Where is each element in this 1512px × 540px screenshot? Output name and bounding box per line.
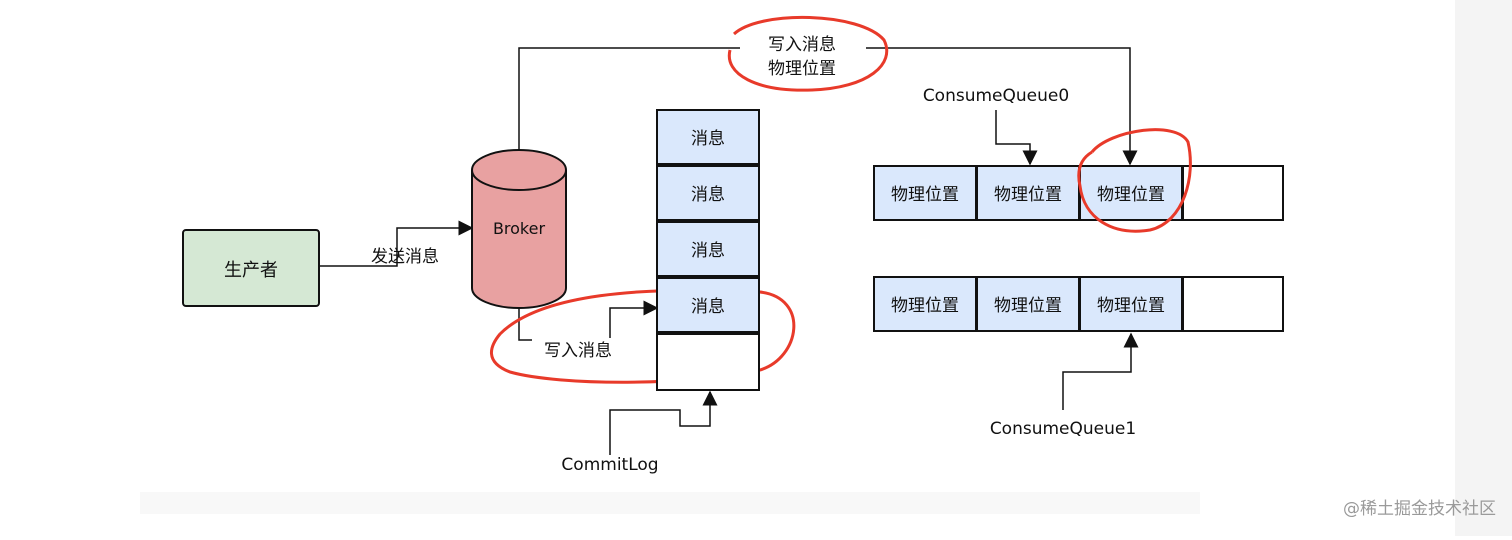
cq0-label: ConsumeQueue0 xyxy=(923,86,1069,106)
commitlog-stack: 消息 消息 消息 消息 xyxy=(656,109,760,391)
cq1-cell xyxy=(873,276,977,332)
commitlog-pointer-arrow xyxy=(609,390,718,455)
cq0-cell-label: 物理位置 xyxy=(891,185,959,205)
watermark-text: @稀土掘金技术社区 xyxy=(1343,499,1496,519)
cq1-empty-cell xyxy=(1182,276,1284,332)
cq0-empty-cell xyxy=(1182,165,1284,221)
commitlog-cell xyxy=(656,165,760,221)
cq1-cell-label: 物理位置 xyxy=(1097,296,1165,316)
cq0-cell-label: 物理位置 xyxy=(994,185,1062,205)
producer-label: 生产者 xyxy=(224,260,278,281)
cq1-cell-label: 物理位置 xyxy=(994,296,1062,316)
write-label-bg xyxy=(532,338,624,362)
broker-cylinder-top xyxy=(471,149,567,191)
cq0-cell-label: 物理位置 xyxy=(1097,185,1165,205)
consume-queue-1: 物理位置 物理位置 物理位置 xyxy=(873,276,1284,332)
commitlog-cell-label: 消息 xyxy=(691,297,725,317)
commitlog-label: CommitLog xyxy=(561,455,658,475)
cq1-label: ConsumeQueue1 xyxy=(990,419,1136,439)
write-label: 写入消息 xyxy=(544,341,612,361)
cq1-cell xyxy=(1079,276,1183,332)
commitlog-empty-cell xyxy=(656,333,760,391)
cq1-pointer-arrow xyxy=(1062,332,1139,410)
send-label: 发送消息 xyxy=(371,247,439,267)
cq0-pointer-arrow xyxy=(995,110,1038,166)
cq0-red-circle xyxy=(1077,128,1192,233)
top-label-line1: 写入消息 xyxy=(768,35,836,55)
commitlog-cell xyxy=(656,277,760,333)
bottom-band xyxy=(140,492,1200,514)
commitlog-cell-label: 消息 xyxy=(691,185,725,205)
commitlog-cell-label: 消息 xyxy=(691,129,725,149)
cq0-cell xyxy=(976,165,1080,221)
top-label-line2: 物理位置 xyxy=(768,59,836,79)
right-margin xyxy=(1455,0,1512,536)
cq1-cell-label: 物理位置 xyxy=(891,296,959,316)
commitlog-cell-label: 消息 xyxy=(691,241,725,261)
write-arrow xyxy=(518,300,659,341)
commitlog-cell xyxy=(656,109,760,165)
consume-queue-0: 物理位置 物理位置 物理位置 xyxy=(873,165,1284,221)
send-arrow xyxy=(320,220,474,267)
broker-label: Broker xyxy=(493,219,546,238)
top-label-bg xyxy=(740,26,866,84)
write-red-circle xyxy=(490,288,796,384)
cq0-cell xyxy=(1079,165,1183,221)
commitlog-cell xyxy=(656,221,760,277)
top-label-red-circle xyxy=(727,15,889,92)
producer-box xyxy=(182,229,320,307)
